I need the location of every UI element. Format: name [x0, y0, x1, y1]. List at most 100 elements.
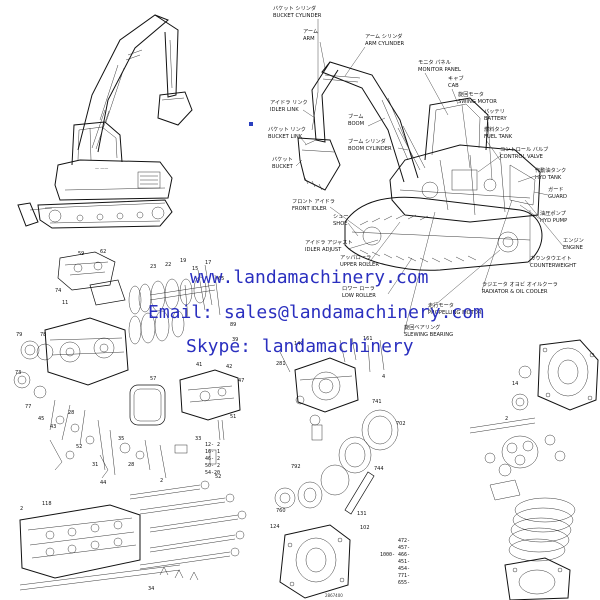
label-bucket: バケット BUCKET [272, 156, 303, 170]
svg-text:78: 78 [40, 332, 46, 338]
svg-text:73: 73 [15, 370, 21, 376]
svg-text:コントロール バルブ: コントロール バルブ [500, 145, 548, 153]
marker-square [249, 122, 253, 126]
svg-text:旋回ベアリング: 旋回ベアリング [404, 323, 440, 331]
svg-text:35: 35 [118, 436, 124, 442]
svg-text:655-: 655- [398, 580, 410, 586]
watermark: www.landamachinery.com Email: sales@land… [148, 267, 484, 357]
svg-text:BUCKET LINK: BUCKET LINK [268, 134, 303, 140]
label-hyd-pump: 油圧ポンプ HYD PUMP [519, 204, 567, 224]
svg-text:ARM: ARM [303, 36, 315, 42]
watermark-skype: Skype: landamachinery [186, 336, 414, 357]
label-boom-cylinder: ブーム シリンダ BOOM CYLINDER [348, 137, 409, 152]
svg-text:2: 2 [20, 506, 23, 512]
svg-text:ブーム シリンダ: ブーム シリンダ [348, 137, 386, 145]
svg-text:472-: 472- [398, 538, 410, 544]
svg-text:65: 65 [218, 276, 224, 282]
svg-text:33: 33 [195, 436, 201, 442]
quantity-list-b: 1000- 472- 457- 466- 451- 454- 771- 655- [380, 538, 410, 586]
svg-text:15: 15 [192, 266, 198, 272]
svg-text:19: 19 [180, 258, 186, 264]
svg-text:51: 51 [230, 414, 236, 420]
label-idler-adjust: アイドラ アジャスト IDLER ADJUST [305, 239, 379, 253]
svg-text:カウンタウエイト: カウンタウエイト [530, 254, 572, 262]
svg-text:LOW ROLLER: LOW ROLLER [342, 293, 376, 299]
svg-text:52: 52 [215, 474, 221, 480]
label-swing-motor: 旋回モータ SWING MOTOR [458, 90, 497, 169]
excavator-illustration: — —— [17, 14, 193, 229]
svg-text:744: 744 [374, 466, 384, 472]
svg-text:89: 89 [230, 322, 236, 328]
svg-text:52: 52 [76, 444, 82, 450]
svg-text:UPPER ROLLER: UPPER ROLLER [340, 262, 379, 268]
svg-text:140: 140 [294, 341, 304, 347]
svg-text:SLEWING BEARING: SLEWING BEARING [404, 332, 453, 338]
svg-text:アッパローラ: アッパローラ [340, 254, 371, 261]
svg-text:77: 77 [25, 404, 31, 410]
svg-text:771-: 771- [398, 573, 410, 579]
svg-text:RADIATOR & OIL COOLER: RADIATOR & OIL COOLER [482, 289, 548, 295]
svg-text:フロント アイドラ: フロント アイドラ [292, 198, 335, 205]
label-upper-roller: アッパローラ UPPER ROLLER [340, 221, 401, 268]
svg-text:FUEL TANK: FUEL TANK [484, 134, 513, 140]
label-boom: ブーム BOOM [348, 112, 386, 127]
svg-text:57: 57 [150, 376, 156, 382]
svg-text:モニタ パネル: モニタ パネル [418, 58, 451, 66]
svg-text:118: 118 [42, 501, 52, 507]
svg-text:GUARD: GUARD [548, 194, 567, 200]
callout-labels: バケット シリンダ BUCKET CYLINDER アーム ARM アーム シリ… [268, 4, 584, 338]
svg-text:46- 2: 46- 2 [205, 456, 220, 462]
svg-text:466-: 466- [398, 552, 410, 558]
label-low-roller: ロワー ローラ LOW ROLLER [342, 257, 413, 299]
svg-text:23: 23 [150, 264, 156, 270]
svg-text:SWING MOTOR: SWING MOTOR [458, 99, 497, 105]
svg-text:28: 28 [68, 410, 74, 416]
svg-text:CONTROL VALVE: CONTROL VALVE [500, 154, 543, 160]
svg-text:451-: 451- [398, 559, 410, 565]
svg-text:エンジン: エンジン [563, 237, 584, 244]
svg-text:ラジエータ オヨビ オイルクーラ: ラジエータ オヨビ オイルクーラ [482, 280, 558, 288]
svg-text:44: 44 [100, 480, 106, 486]
svg-text:2: 2 [505, 416, 508, 422]
label-cab: キャブ CAB [448, 74, 464, 105]
svg-text:22: 22 [165, 262, 171, 268]
svg-text:45: 45 [38, 416, 44, 422]
label-monitor-panel: モニタ パネル MONITOR PANEL [418, 58, 461, 116]
svg-text:760: 760 [276, 508, 286, 514]
svg-text:ロワー ローラ: ロワー ローラ [342, 285, 375, 292]
quantity-list: 12- 2 16- 1 46- 2 50- 2 54-20 [205, 442, 220, 476]
svg-text:28: 28 [128, 462, 134, 468]
svg-text:42: 42 [226, 364, 232, 370]
svg-text:702: 702 [396, 421, 406, 427]
svg-text:62: 62 [100, 249, 106, 255]
svg-text:43: 43 [50, 424, 56, 430]
svg-text:アーム: アーム [303, 28, 318, 35]
label-bucket-cylinder: バケット シリンダ BUCKET CYLINDER [273, 4, 322, 92]
svg-text:COUNTERWEIGHT: COUNTERWEIGHT [530, 263, 577, 269]
label-idler-link: アイドラ リンク IDLER LINK [270, 99, 316, 119]
svg-text:BOOM CYLINDER: BOOM CYLINDER [348, 146, 392, 152]
svg-text:34: 34 [148, 586, 154, 592]
label-arm: アーム ARM [303, 28, 326, 69]
label-bucket-link: バケット リンク BUCKET LINK [268, 126, 307, 145]
watermark-email: Email: sales@landamachinery.com [148, 302, 484, 323]
svg-text:454-: 454- [398, 566, 410, 572]
svg-text:アイドラ リンク: アイドラ リンク [270, 99, 308, 106]
label-hyd-tank: 作動油タンク HYD TANK [517, 166, 566, 183]
svg-text:59: 59 [78, 251, 84, 257]
svg-text:— ——: — —— [95, 166, 108, 171]
svg-text:IDLER ADJUST: IDLER ADJUST [305, 247, 342, 253]
svg-text:12- 2: 12- 2 [205, 442, 220, 448]
svg-text:SHOE: SHOE [333, 221, 348, 227]
label-shoe: シュー SHOE [333, 214, 359, 237]
svg-text:74: 74 [55, 288, 61, 294]
travel-motor-exploded-view: 14 2 [469, 339, 599, 600]
svg-text:ブーム: ブーム [348, 112, 363, 120]
svg-text:ENGINE: ENGINE [563, 245, 583, 251]
svg-text:シュー: シュー [333, 214, 349, 220]
svg-text:アイドラ アジャスト: アイドラ アジャスト [305, 239, 353, 246]
svg-text:14: 14 [512, 381, 518, 387]
